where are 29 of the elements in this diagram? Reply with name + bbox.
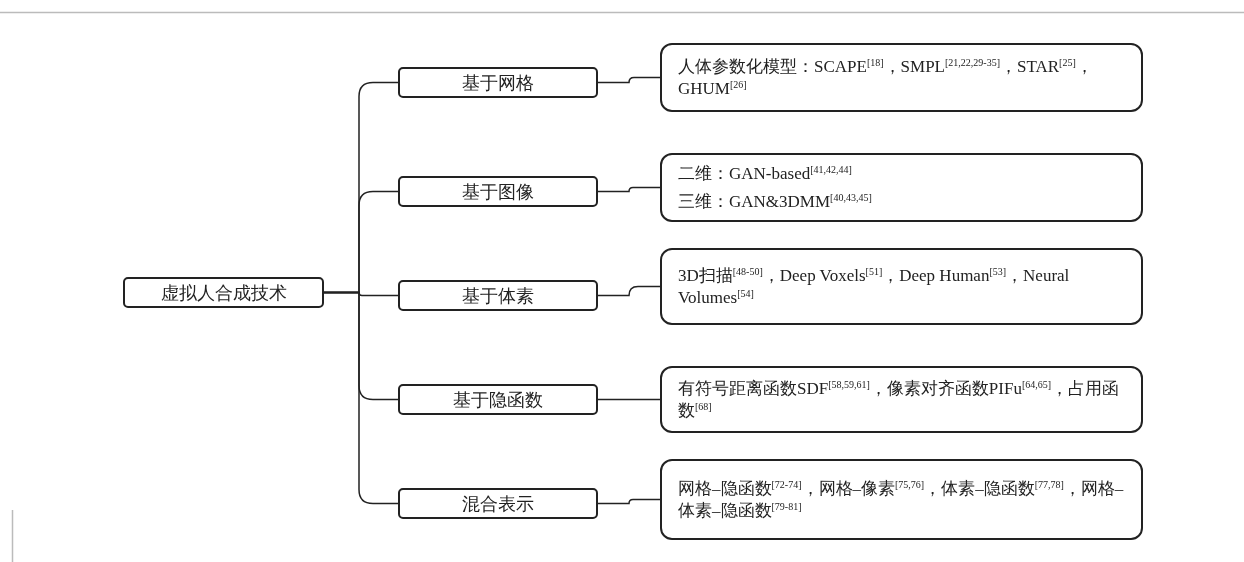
detail-text: 有符号距离函数SDF$^{[58,59,61]}$，像素对齐函数PIFu$^{[64,65]}$，占用函数$^{[68]}$ xyxy=(678,378,1121,421)
detail-box xyxy=(660,248,1143,325)
box-label: 基于体素 xyxy=(462,284,534,308)
detail-box xyxy=(660,43,1143,112)
connector-line xyxy=(323,291,399,505)
detail-text: 3D扫描$^{[48-50]}$，Deep Voxels$^{[51]}$，Deep Human$^{[53]}$，Neural Volumes$^{[54]}$ xyxy=(678,265,1071,308)
box-label: 混合表示 xyxy=(462,492,534,516)
detail-box xyxy=(660,153,1143,222)
box-label: 虚拟人合成技术 xyxy=(160,281,287,305)
detail-box xyxy=(660,366,1143,433)
box-label: 基于图像 xyxy=(462,180,534,204)
detail-box xyxy=(660,459,1143,540)
detail-text: 网格–隐函数$^{[72-74]}$，网格–像素$^{[75,76]}$，体素–隐函数$^{[77,78]}$，网格–体素–隐函数$^{[79-81]}$ xyxy=(678,478,1125,521)
detail-text: 人体参数化模型：SCAPE$^{[18]}$，SMPL$^{[21,22,29-35]}$，STAR$^{[25]}$，GHUM$^{[26]}$ xyxy=(678,56,1094,99)
connector-line xyxy=(597,498,661,505)
box-label: 基于网格 xyxy=(462,71,534,95)
connector-line xyxy=(597,76,661,84)
category-box xyxy=(398,67,598,98)
detail-text: 三维：GAN&3DMM$^{[40,43,45]}$ xyxy=(678,190,873,212)
category-box xyxy=(398,488,598,519)
connector-line xyxy=(597,285,661,297)
box-label: 基于隐函数 xyxy=(453,388,543,412)
connector-line xyxy=(597,186,661,193)
category-box xyxy=(398,176,598,207)
category-box xyxy=(398,384,598,415)
category-box xyxy=(398,280,598,311)
detail-text: 二维：GAN-based$^{[41,42,44]}$ xyxy=(678,163,853,185)
root-box xyxy=(123,277,324,308)
connector-line xyxy=(597,398,661,401)
